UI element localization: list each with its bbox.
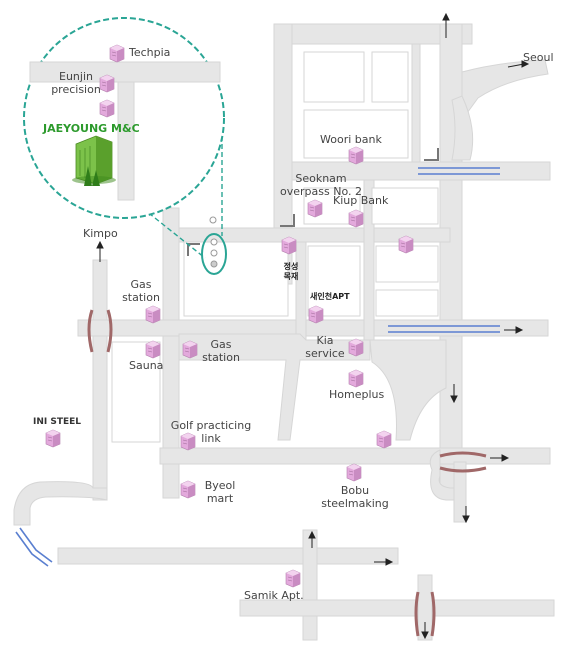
label-bobu-steelmaking: Bobu steelmaking xyxy=(321,484,389,510)
label-sauna: Sauna xyxy=(129,359,164,372)
road-left-curve xyxy=(13,481,108,526)
callout-road-v xyxy=(117,81,135,201)
callout xyxy=(23,17,227,275)
company-marker xyxy=(201,233,227,275)
road-bottom-right xyxy=(417,574,433,641)
label-eunjin-precision: Eunjin precision xyxy=(51,70,101,96)
interchange-loop xyxy=(451,95,474,161)
road-seoknam xyxy=(291,161,551,181)
road-bottom xyxy=(57,547,399,565)
road-samik xyxy=(302,529,318,641)
label-kimpo: Kimpo xyxy=(83,227,118,240)
label-seoul: Seoul xyxy=(523,51,554,64)
label-gas-station-2: Gas station xyxy=(202,338,240,364)
label-seoknam-overpass: Seoknam overpass No. 2 xyxy=(280,172,362,198)
company-building-icon xyxy=(72,135,116,186)
label-ini-steel: INI STEEL xyxy=(33,417,82,427)
bridges xyxy=(87,309,487,637)
label-jeongseong: 정성 목재 xyxy=(283,262,299,281)
road-mid-1 xyxy=(295,241,307,343)
label-samik-apt: Samik Apt. xyxy=(244,589,304,602)
rail-lines xyxy=(15,167,500,567)
label-gas-station-1: Gas station xyxy=(122,278,160,304)
direction-arrows xyxy=(96,12,530,640)
label-woori-bank: Woori bank xyxy=(320,133,382,146)
highway-bottom xyxy=(453,461,467,523)
road-network xyxy=(13,23,555,641)
label-saeincheon-apt: 새인천APT xyxy=(310,292,350,301)
road-homeplus xyxy=(369,339,447,441)
label-homeplus: Homeplus xyxy=(329,388,385,401)
label-company: JAEYOUNG M&C xyxy=(43,122,140,135)
label-kia-service: Kia service xyxy=(305,334,345,360)
label-golf-link: Golf practicing link xyxy=(170,419,252,445)
label-byeol-mart: Byeol mart xyxy=(204,479,236,505)
road-upper-right xyxy=(411,43,421,163)
seoul-ramp xyxy=(461,59,549,122)
label-kiup-bank: Kiup Bank xyxy=(333,194,389,207)
label-techpia: Techpia xyxy=(129,46,171,59)
road-kimpo xyxy=(92,259,108,501)
interchange-lower xyxy=(429,449,463,501)
road-lower xyxy=(159,447,551,465)
road-bottom-2 xyxy=(239,599,555,617)
